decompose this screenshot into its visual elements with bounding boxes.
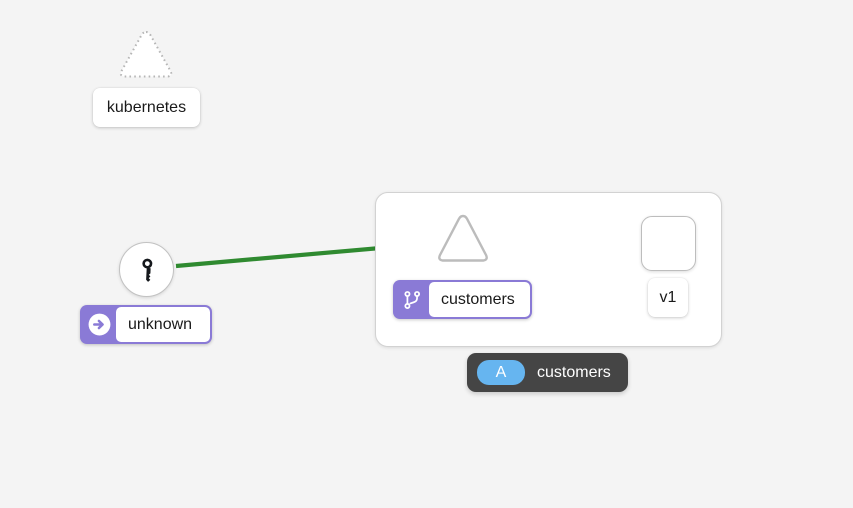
customers-triangle-node[interactable] xyxy=(432,210,494,272)
git-branch-icon xyxy=(395,282,429,317)
customers-badge-chip[interactable]: customers xyxy=(393,280,532,319)
tooltip-badge-label: A xyxy=(495,363,507,381)
kubernetes-label: kubernetes xyxy=(106,98,187,116)
customers-label: customers xyxy=(441,290,515,308)
kubernetes-label-chip[interactable]: kubernetes xyxy=(93,88,200,127)
customers-label-box: customers xyxy=(429,282,530,317)
tooltip-badge-pill: A xyxy=(477,360,525,385)
kubernetes-triangle-icon[interactable] xyxy=(113,26,179,88)
key-icon xyxy=(141,258,152,282)
v1-square-node[interactable] xyxy=(641,216,696,271)
unknown-circle-node[interactable] xyxy=(119,242,174,297)
unknown-label: unknown xyxy=(128,315,193,333)
v1-label-chip[interactable]: v1 xyxy=(648,278,688,317)
v1-label: v1 xyxy=(659,288,677,306)
tooltip-text: customers xyxy=(537,363,611,381)
unknown-label-box: unknown xyxy=(116,307,210,342)
unknown-badge-chip[interactable]: unknown xyxy=(80,305,212,344)
arrow-right-circle-icon xyxy=(82,307,116,342)
customers-tooltip: A customers xyxy=(467,353,628,392)
